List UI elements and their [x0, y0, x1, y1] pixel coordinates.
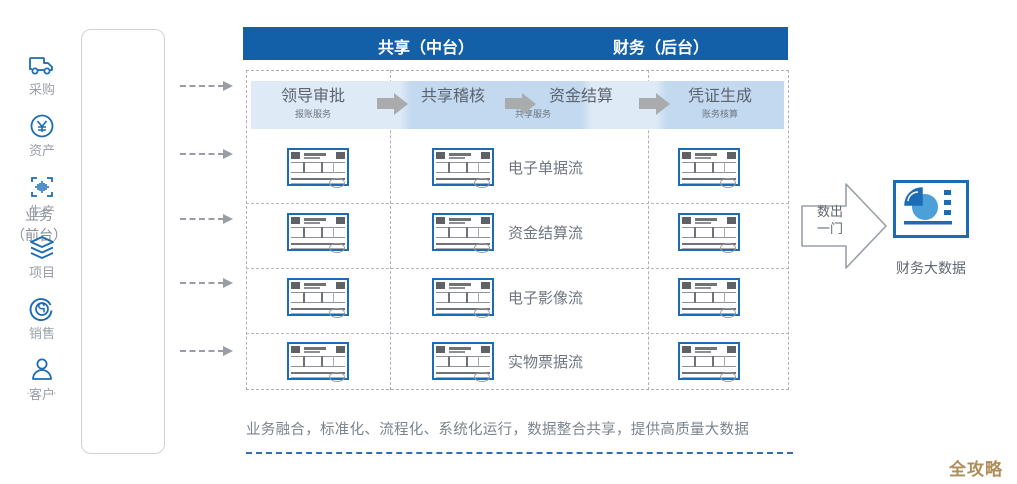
process-step-3-title: 资金结算 — [548, 88, 613, 105]
process-step-3[interactable]: 资金结算 共享服务 — [515, 81, 641, 120]
output-arrow-label-line1: 数出 — [816, 204, 843, 219]
process-step-4-title: 凭证生成 — [687, 88, 752, 105]
feed-arrow-3 — [180, 214, 238, 224]
header-bar: 共享（中台） 财务（后台） — [243, 27, 788, 60]
process-step-1-sub: 报账服务 — [294, 109, 331, 119]
yen-circle-icon — [0, 111, 84, 141]
business-label-line1: 业务 — [25, 207, 53, 223]
module-item-production[interactable]: 生产 — [0, 172, 84, 221]
header-shared-title: 共享（中台） — [378, 40, 475, 57]
feed-arrow-head — [223, 278, 233, 288]
flow-label-1: 电子单据流 — [508, 160, 584, 177]
output-arrow-label-line2: 一门 — [816, 221, 843, 236]
document-icon-r1c1 — [287, 148, 349, 188]
flow-label-2: 资金结算流 — [508, 225, 584, 242]
output-arrow: 数出 一门 — [800, 180, 888, 272]
arrow-body — [377, 98, 395, 109]
arrow-tip — [394, 93, 408, 115]
module-label-project: 项目 — [28, 265, 55, 280]
arrow-body — [639, 98, 657, 109]
process-arrow-2 — [505, 93, 537, 115]
process-step-1-title: 领导审批 — [280, 88, 345, 105]
business-modules-panel — [81, 29, 165, 454]
flow-label-4: 实物票据流 — [508, 354, 584, 371]
document-icon-r4c2 — [432, 342, 494, 382]
document-icon-r1c3 — [678, 148, 740, 188]
arrow-body — [505, 98, 523, 109]
module-label-sales: 销售 — [28, 326, 55, 341]
feed-arrow-line — [180, 218, 224, 220]
module-item-assets[interactable]: 资产 — [0, 111, 84, 160]
module-label-production: 生产 — [28, 204, 55, 219]
process-arrow-3 — [639, 93, 671, 115]
feed-arrow-line — [180, 282, 224, 284]
document-icon-r2c3 — [678, 213, 740, 253]
pie-chart-icon — [904, 187, 952, 225]
flow-label-3: 电子影像流 — [508, 290, 584, 307]
document-icon-r2c2 — [432, 213, 494, 253]
process-step-4[interactable]: 凭证生成 账务核算 — [660, 81, 780, 120]
bottom-caption: 业务融合，标准化、流程化、系统化运行，数据整合共享，提供高质量大数据 — [246, 422, 750, 438]
production-icon — [0, 172, 84, 202]
feed-arrow-head — [223, 81, 233, 91]
big-data-label: 财务大数据 — [896, 260, 966, 276]
sales-circle-icon — [0, 294, 84, 324]
business-label-line2: （前台） — [11, 227, 67, 243]
grid-row-divider-2 — [246, 268, 789, 269]
process-step-2-title: 共享稽核 — [420, 88, 485, 105]
process-step-2[interactable]: 共享稽核 — [393, 81, 513, 108]
document-icon-r2c1 — [287, 213, 349, 253]
module-label-procurement: 采购 — [28, 82, 55, 97]
feed-arrow-4 — [180, 278, 238, 288]
watermark: 全攻略 — [949, 460, 1003, 479]
grid-row-divider-3 — [246, 333, 789, 334]
feed-arrow-head — [223, 346, 233, 356]
module-label-customer: 客户 — [28, 387, 55, 402]
process-arrow-1 — [377, 93, 409, 115]
grid-vertical-divider-2 — [648, 70, 649, 390]
feed-arrow-5 — [180, 346, 238, 356]
module-item-project[interactable]: 项目 — [0, 233, 84, 282]
feed-arrow-1 — [180, 81, 238, 91]
document-icon-r3c2 — [432, 278, 494, 318]
arrow-tip — [656, 93, 670, 115]
module-item-sales[interactable]: 销售 — [0, 294, 84, 343]
process-step-1[interactable]: 领导审批 报账服务 — [253, 81, 373, 120]
person-icon — [0, 355, 84, 385]
module-item-procurement[interactable]: 采购 — [0, 50, 84, 99]
document-icon-r1c2 — [432, 148, 494, 188]
document-icon-r4c1 — [287, 342, 349, 382]
feed-arrow-line — [180, 85, 224, 87]
module-ellipsis: ······ — [26, 385, 58, 400]
grid-row-divider-1 — [246, 203, 789, 204]
document-icon-r4c3 — [678, 342, 740, 382]
arrow-tip — [522, 93, 536, 115]
feed-arrow-line — [180, 153, 224, 155]
grid-vertical-divider-1 — [390, 70, 391, 390]
process-step-4-sub: 账务核算 — [701, 109, 738, 119]
big-data-card[interactable] — [893, 180, 969, 238]
feed-arrow-line — [180, 350, 224, 352]
header-finance-title: 财务（后台） — [613, 40, 710, 57]
feed-arrow-head — [223, 214, 233, 224]
document-icon-r3c1 — [287, 278, 349, 318]
module-label-assets: 资产 — [28, 143, 55, 158]
module-item-customer[interactable]: 客户 — [0, 355, 84, 404]
output-arrow-label: 数出 一门 — [807, 203, 853, 237]
flow-grid-container — [246, 70, 789, 390]
layers-icon — [0, 233, 84, 263]
document-icon-r3c3 — [678, 278, 740, 318]
truck-icon — [0, 50, 84, 80]
bottom-dashed-underline — [246, 452, 793, 454]
feed-arrow-head — [223, 149, 233, 159]
business-front-label: 业务 （前台） — [0, 205, 78, 245]
feed-arrow-2 — [180, 149, 238, 159]
